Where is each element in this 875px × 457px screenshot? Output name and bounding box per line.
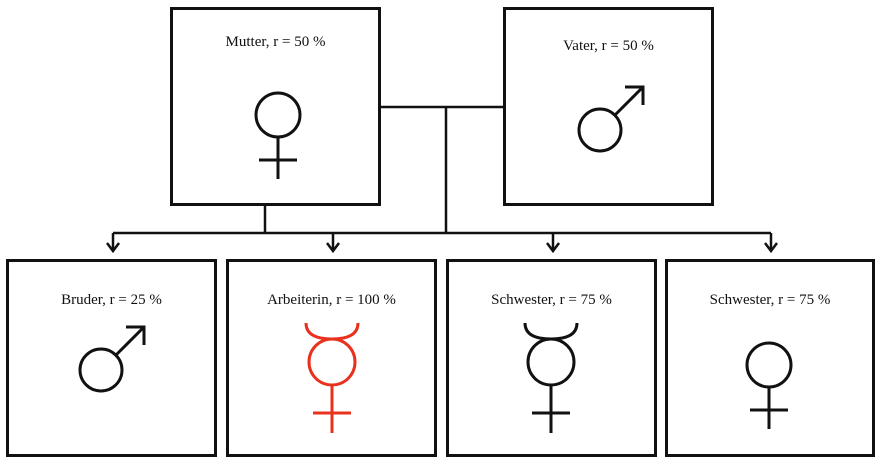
child-box-sister-2: Schwester, r = 75 % [665, 259, 875, 457]
female-icon [254, 91, 302, 179]
child-label: Schwester, r = 75 % [491, 292, 612, 308]
mother-label: Mutter, r = 50 % [225, 34, 326, 50]
father-box: Vater, r = 50 % [503, 7, 714, 206]
child-label: Bruder, r = 25 % [61, 292, 162, 308]
male-icon [577, 85, 645, 153]
hermaphrodite-icon [523, 322, 579, 433]
child-label: Schwester, r = 75 % [709, 292, 831, 308]
father-label: Vater, r = 50 % [563, 38, 654, 54]
child-label: Arbeiterin, r = 100 % [267, 292, 396, 308]
child-box-sister-1: Schwester, r = 75 % [446, 259, 657, 457]
mother-box: Mutter, r = 50 % [170, 7, 381, 206]
child-box-worker: Arbeiterin, r = 100 % [226, 259, 437, 457]
female-icon [745, 341, 793, 429]
worker-icon [304, 322, 360, 433]
child-box-brother: Bruder, r = 25 % [6, 259, 217, 457]
male-icon [78, 325, 146, 393]
